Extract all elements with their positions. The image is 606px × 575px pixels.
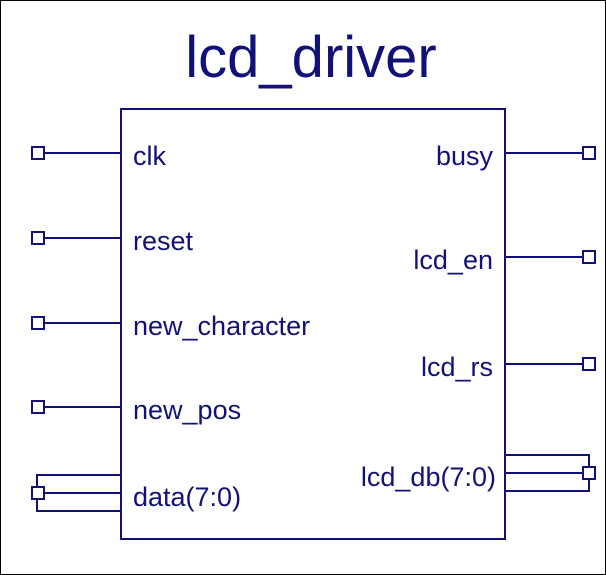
pin-terminal-lcd_rs[interactable]: [582, 357, 596, 371]
output-label-busy: busy: [436, 141, 494, 171]
input-label-reset: reset: [133, 226, 194, 256]
output-port-lcd_db[interactable]: lcd_db(7:0): [361, 454, 596, 492]
output-label-lcd_en: lcd_en: [413, 245, 493, 275]
input-label-data: data(7:0): [133, 482, 241, 512]
input-label-new_pos: new_pos: [133, 395, 241, 425]
input-port-new_character[interactable]: new_character: [31, 311, 310, 341]
pin-terminal-lcd_db[interactable]: [582, 466, 596, 480]
input-port-clk[interactable]: clk: [31, 141, 166, 171]
output-label-lcd_db: lcd_db(7:0): [361, 462, 496, 492]
output-label-lcd_rs: lcd_rs: [421, 352, 493, 382]
pin-terminal-lcd_en[interactable]: [582, 250, 596, 264]
pin-terminal-reset[interactable]: [31, 231, 45, 245]
input-label-clk: clk: [133, 141, 166, 171]
input-ports-group: clk reset new_character new_pos data(7:0): [31, 141, 310, 512]
pin-terminal-new_pos[interactable]: [31, 400, 45, 414]
page-title: lcd_driver: [185, 25, 436, 90]
output-port-lcd_en[interactable]: lcd_en: [413, 245, 596, 275]
input-label-new_character: new_character: [133, 311, 310, 341]
output-port-busy[interactable]: busy: [436, 141, 596, 171]
pin-terminal-new_character[interactable]: [31, 316, 45, 330]
input-port-new_pos[interactable]: new_pos: [31, 395, 241, 425]
pin-terminal-busy[interactable]: [582, 146, 596, 160]
input-port-reset[interactable]: reset: [31, 226, 194, 256]
pin-terminal-data[interactable]: [31, 486, 45, 500]
input-port-data[interactable]: data(7:0): [31, 474, 241, 512]
output-ports-group: busy lcd_en lcd_rs lcd_db(7:0): [361, 141, 596, 492]
pin-terminal-clk[interactable]: [31, 146, 45, 160]
output-port-lcd_rs[interactable]: lcd_rs: [421, 352, 596, 382]
